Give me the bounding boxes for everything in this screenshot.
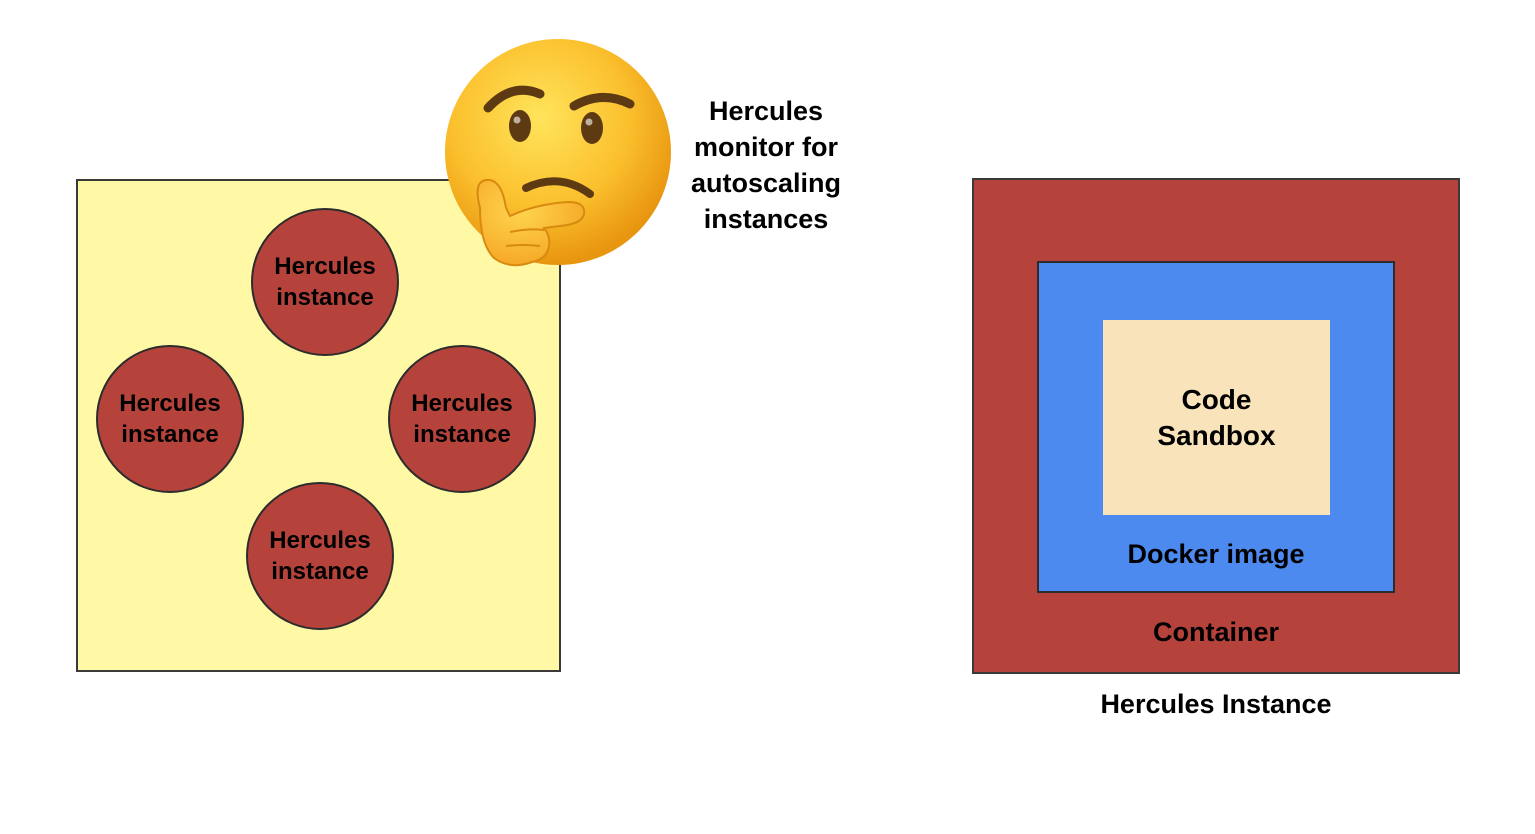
docker-image-label: Docker image [1127, 539, 1305, 569]
hercules-instance-node: Hercules instance [96, 345, 244, 493]
monitor-label: Hercules monitor for autoscaling instanc… [690, 96, 842, 234]
container-label: Container [1152, 617, 1279, 647]
code-sandbox-box: Code Sandbox [1103, 320, 1330, 515]
hercules-instance-node: Hercules instance [388, 345, 536, 493]
thinking-face-icon [445, 39, 671, 267]
hercules-instance-caption: Hercules Instance [1100, 689, 1332, 719]
hercules-instance-node: Hercules instance [251, 208, 399, 356]
hercules-instance-node: Hercules instance [246, 482, 394, 630]
